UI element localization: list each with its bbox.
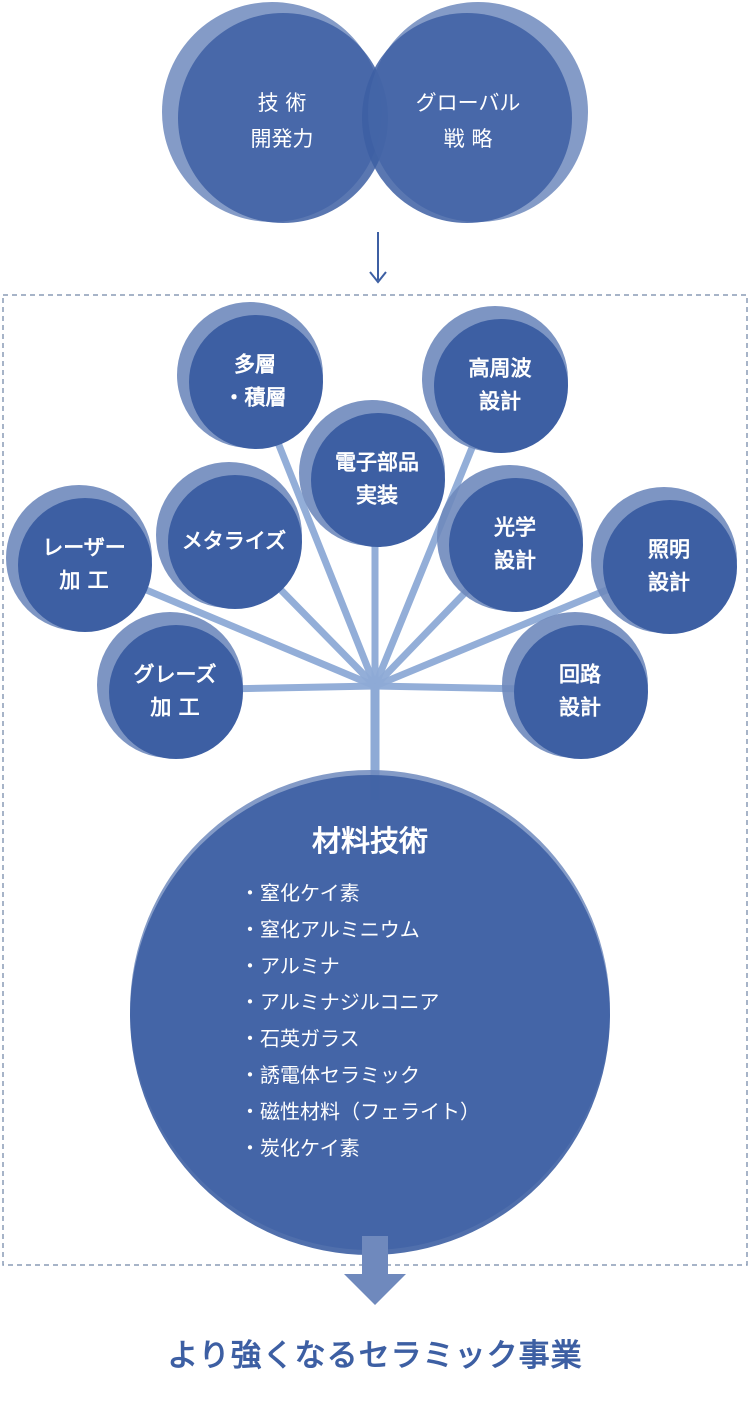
material-item: ・石英ガラス xyxy=(240,1027,360,1051)
material-item: ・窒化アルミニウム xyxy=(240,917,420,941)
material-item: ・誘電体セラミック xyxy=(240,1063,420,1087)
material-item: ・アルミナジルコニア xyxy=(240,990,439,1014)
material-circle: 材料技術 ・窒化ケイ素・窒化アルミニウム・アルミナ・アルミナジルコニア・石英ガラ… xyxy=(130,770,610,1255)
skill-label: レーザー xyxy=(42,536,126,560)
skill-label: 照明 xyxy=(648,538,690,562)
material-list: ・窒化ケイ素・窒化アルミニウム・アルミナ・アルミナジルコニア・石英ガラス・誘電体… xyxy=(240,881,480,1160)
skill-label: 実装 xyxy=(356,484,398,508)
skill-circle-core xyxy=(514,625,648,759)
arrow-head xyxy=(369,271,387,284)
global-circle-core xyxy=(362,13,572,223)
top-circle-label: 技 術 xyxy=(258,91,307,115)
skill-circle-core xyxy=(18,498,152,632)
skill-label: 回路 xyxy=(559,663,602,687)
skill-label: 電子部品 xyxy=(335,451,419,475)
capabilities-frame xyxy=(2,294,748,1266)
skill-label: メタライズ xyxy=(182,529,286,553)
skill-label: 設計 xyxy=(479,390,521,414)
skill-circle-core xyxy=(168,475,302,609)
material-item: ・アルミナ xyxy=(240,954,340,978)
tech-circle-core xyxy=(178,13,388,223)
skill-metallize: メタライズ xyxy=(156,462,302,609)
down-arrow-small xyxy=(369,232,387,284)
top-venn: 技 術 開発力 グローバル 戦 略 xyxy=(162,2,588,223)
skill-circle-core xyxy=(434,319,568,453)
footer-title: より強くなるセラミック事業 xyxy=(167,1338,583,1374)
skill-label: ・積層 xyxy=(224,386,287,410)
skill-label: 加 工 xyxy=(58,569,108,593)
skill-label: 高周波 xyxy=(469,357,533,381)
skill-label: 設計 xyxy=(559,696,601,720)
skill-circle-core xyxy=(109,625,243,759)
skill-label: 多層 xyxy=(234,353,276,377)
skill-label: 光学 xyxy=(493,516,536,540)
skill-multilayer: 多層・積層 xyxy=(177,302,323,449)
skill-label: 設計 xyxy=(494,549,536,573)
down-arrow-large xyxy=(344,1236,406,1305)
skill-circle-core xyxy=(603,500,737,634)
skill-circle-core xyxy=(189,315,323,449)
skill-circle-core xyxy=(311,413,445,547)
top-circle-label: 開発力 xyxy=(251,127,314,151)
top-circle-label: 戦 略 xyxy=(444,127,493,151)
material-item: ・窒化ケイ素 xyxy=(240,881,360,905)
top-circle-label: グローバル xyxy=(416,91,521,115)
material-circle-core xyxy=(130,775,610,1255)
material-item: ・磁性材料（フェライト） xyxy=(240,1099,480,1123)
skill-label: 設計 xyxy=(648,571,690,595)
material-title: 材料技術 xyxy=(312,824,428,858)
skill-circle-core xyxy=(449,478,583,612)
material-item: ・炭化ケイ素 xyxy=(240,1136,360,1160)
skill-label: グレーズ xyxy=(134,663,217,687)
skill-label: 加 工 xyxy=(149,696,199,720)
